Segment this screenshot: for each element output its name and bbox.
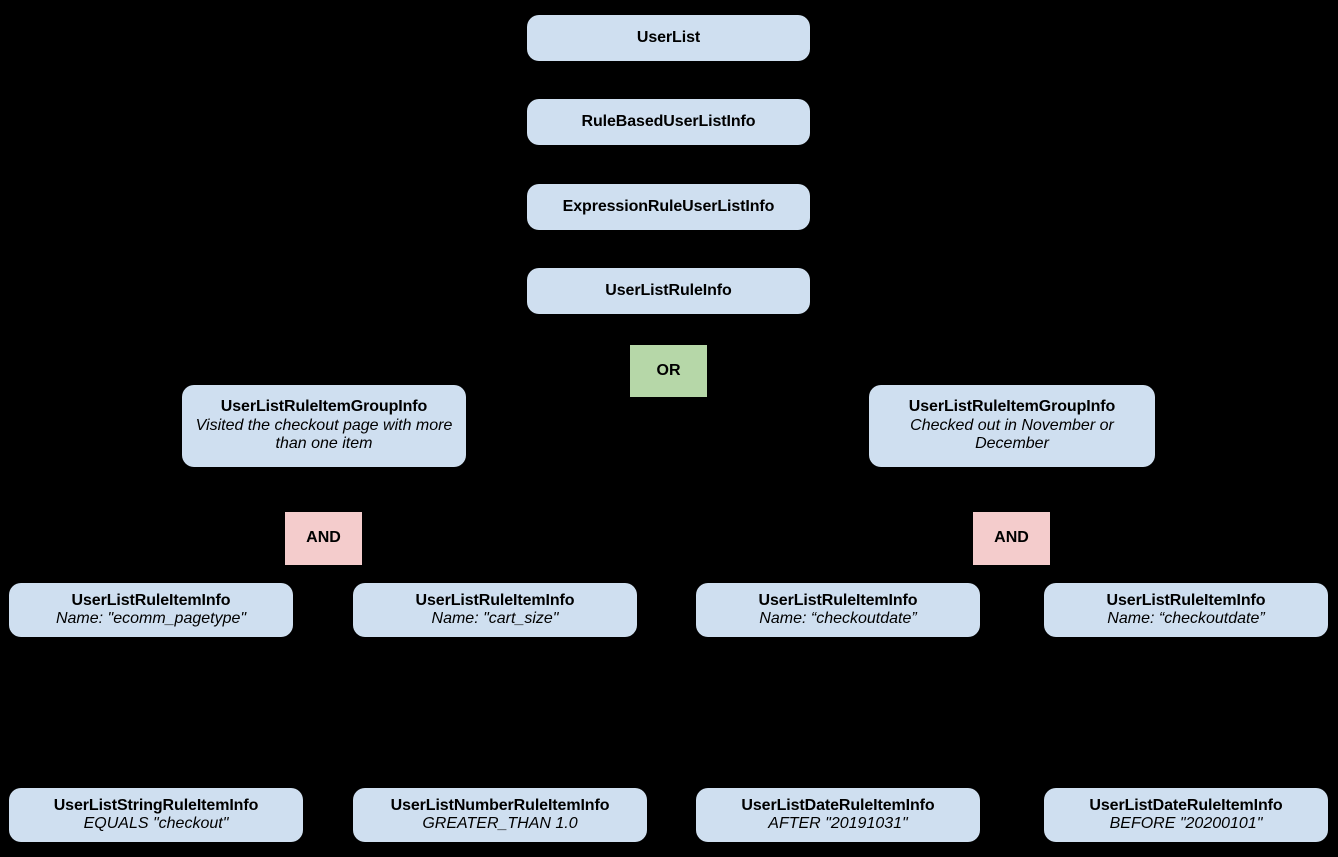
node-subtitle: GREATER_THAN 1.0: [422, 815, 578, 832]
operator-label: OR: [656, 361, 681, 379]
node-expression-rule-user-list-info[interactable]: ExpressionRuleUserListInfo: [527, 184, 810, 230]
node-rule-based-user-list-info[interactable]: RuleBasedUserListInfo: [527, 99, 810, 145]
node-subtitle: AFTER "20191031": [768, 815, 908, 832]
node-string-rule-item-info[interactable]: UserListStringRuleItemInfo EQUALS "check…: [9, 788, 303, 842]
node-title: UserListRuleItemInfo: [1106, 591, 1266, 609]
operator-label: AND: [306, 529, 341, 547]
node-title: UserListRuleItemInfo: [71, 591, 231, 609]
node-date-rule-item-info-after[interactable]: UserListDateRuleItemInfo AFTER "20191031…: [696, 788, 980, 842]
node-rule-item-checkoutdate-before[interactable]: UserListRuleItemInfo Name: “checkoutdate…: [1044, 583, 1328, 637]
node-subtitle: BEFORE "20200101": [1109, 815, 1263, 832]
node-subtitle: Name: “checkoutdate”: [759, 610, 917, 627]
operator-and-left-node[interactable]: AND: [285, 512, 362, 565]
node-subtitle: Visited the checkout page with more than…: [195, 416, 453, 453]
node-user-list[interactable]: UserList: [527, 15, 810, 61]
node-group-left[interactable]: UserListRuleItemGroupInfo Visited the ch…: [182, 385, 466, 467]
node-rule-item-checkoutdate-after[interactable]: UserListRuleItemInfo Name: “checkoutdate…: [696, 583, 980, 637]
node-title: UserListRuleItemGroupInfo: [220, 398, 428, 416]
node-title: UserListStringRuleItemInfo: [53, 796, 259, 814]
node-number-rule-item-info[interactable]: UserListNumberRuleItemInfo GREATER_THAN …: [353, 788, 647, 842]
node-subtitle: Name: "cart_size": [431, 610, 559, 627]
node-subtitle: Checked out in November or December: [910, 416, 1114, 453]
node-user-list-rule-info[interactable]: UserListRuleInfo: [527, 268, 810, 314]
node-subtitle: Name: “checkoutdate”: [1107, 610, 1265, 627]
node-rule-item-ecomm-pagetype[interactable]: UserListRuleItemInfo Name: "ecomm_pagety…: [9, 583, 293, 637]
node-title: UserListRuleItemGroupInfo: [908, 398, 1116, 416]
node-rule-item-cart-size[interactable]: UserListRuleItemInfo Name: "cart_size": [353, 583, 637, 637]
node-subtitle: Name: "ecomm_pagetype": [55, 610, 247, 627]
node-title: UserListDateRuleItemInfo: [1089, 796, 1283, 814]
node-title: UserListRuleItemInfo: [758, 591, 918, 609]
node-title: UserListDateRuleItemInfo: [741, 796, 935, 814]
node-title: RuleBasedUserListInfo: [581, 112, 756, 130]
node-title: ExpressionRuleUserListInfo: [562, 197, 775, 215]
operator-label: AND: [994, 529, 1029, 547]
node-title: UserListRuleInfo: [605, 281, 732, 299]
node-title: UserListNumberRuleItemInfo: [390, 796, 610, 814]
node-title: UserListRuleItemInfo: [415, 591, 575, 609]
operator-and-right-node[interactable]: AND: [973, 512, 1050, 565]
node-subtitle: EQUALS "checkout": [83, 815, 229, 832]
node-title: UserList: [636, 28, 701, 46]
operator-or-node[interactable]: OR: [630, 345, 707, 397]
node-date-rule-item-info-before[interactable]: UserListDateRuleItemInfo BEFORE "2020010…: [1044, 788, 1328, 842]
node-group-right[interactable]: UserListRuleItemGroupInfo Checked out in…: [869, 385, 1155, 467]
